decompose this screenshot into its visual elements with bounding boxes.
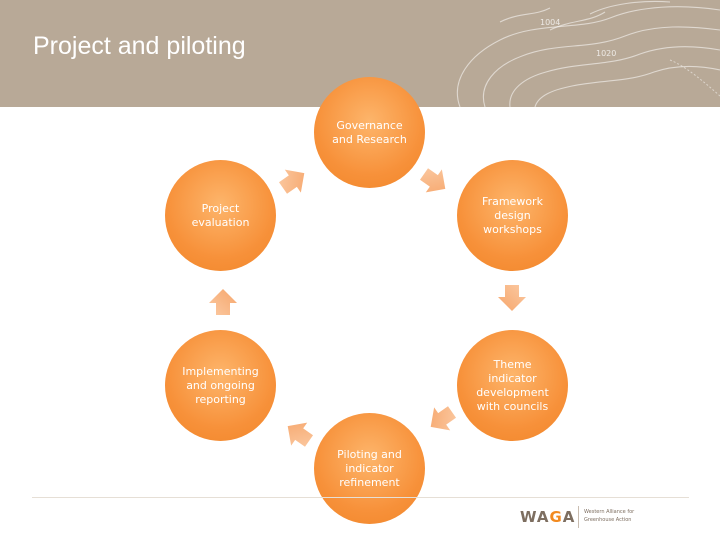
node-label: Piloting and indicator refinement <box>337 447 402 489</box>
logo-tagline: Western Alliance for Greenhouse Action <box>584 509 635 523</box>
node-framework-design-workshops: Framework design workshops <box>457 160 568 271</box>
node-piloting-and-indicator-refinement: Piloting and indicator refinement <box>314 413 425 524</box>
node-label: Theme indicator development with council… <box>476 357 549 413</box>
page-title: Project and piloting <box>33 32 246 60</box>
topographic-map-decoration: 1004 1020 <box>456 0 720 107</box>
logo-word-accent: G <box>549 508 563 526</box>
node-label: Project evaluation <box>191 201 250 229</box>
arrow-piloting-to-implementing <box>287 422 314 447</box>
logo-word-prefix: WA <box>520 508 550 526</box>
arrow-governance-to-framework <box>419 168 446 193</box>
footer-divider <box>32 497 689 498</box>
arrow-implementing-to-evaluation <box>209 289 237 315</box>
map-label-1020: 1020 <box>596 49 616 58</box>
arrow-evaluation-to-governance <box>278 169 305 194</box>
node-governance-and-research: Governance and Research <box>314 77 425 188</box>
node-project-evaluation: Project evaluation <box>165 160 276 271</box>
logo-separator <box>578 506 579 528</box>
node-label: Governance and Research <box>332 118 407 146</box>
logo-word-suffix: A <box>562 508 576 526</box>
node-label: Implementing and ongoing reporting <box>182 364 259 406</box>
arrow-theme-to-piloting <box>430 406 457 431</box>
node-label: Framework design workshops <box>482 194 543 236</box>
node-implementing-and-ongoing-reporting: Implementing and ongoing reporting <box>165 330 276 441</box>
arrow-framework-to-theme <box>498 285 526 311</box>
map-label-1004: 1004 <box>540 18 560 27</box>
waga-logo: WAGA Western Alliance for Greenhouse Act… <box>518 500 658 534</box>
node-theme-indicator-development: Theme indicator development with council… <box>457 330 568 441</box>
logo-wordmark: WAGA <box>520 508 575 526</box>
